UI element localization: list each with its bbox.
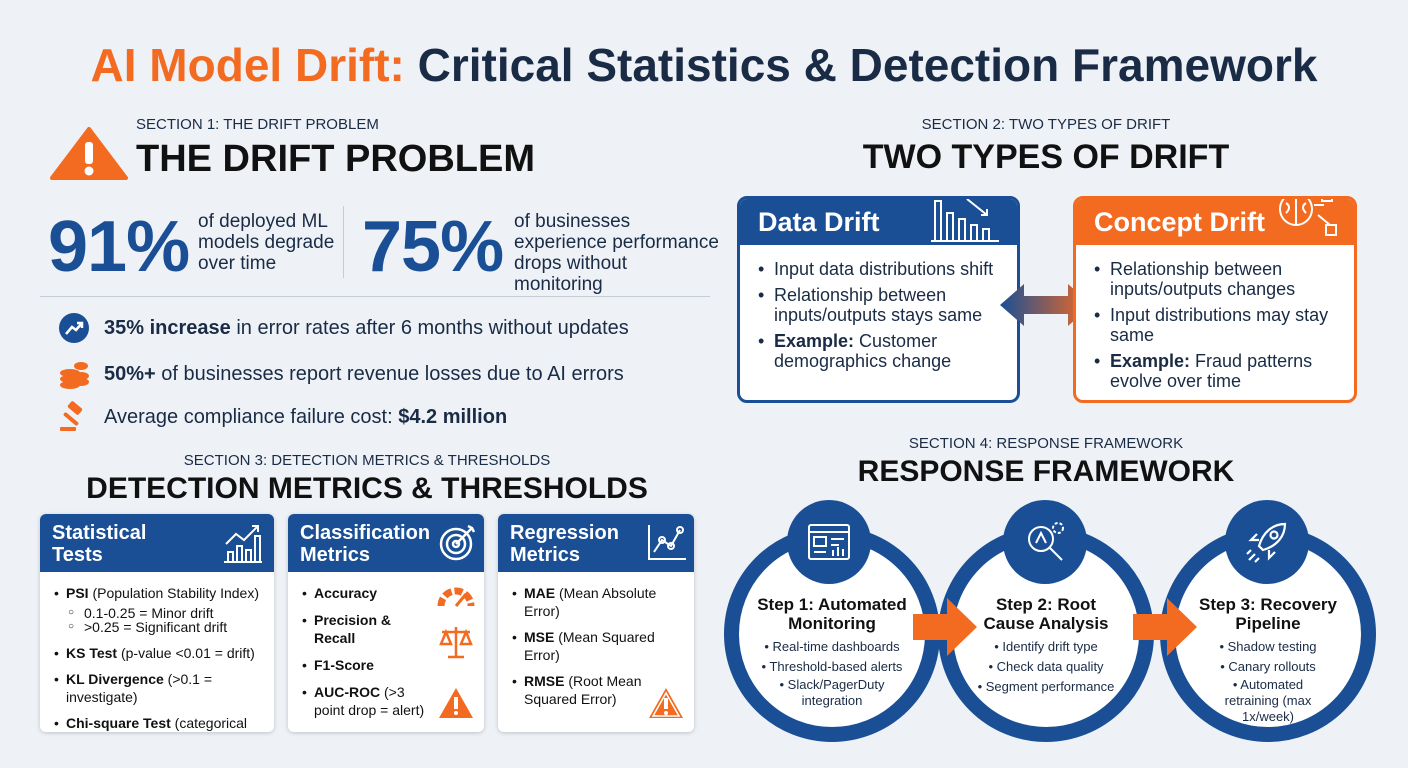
psi-significant: >0.25 = Significant drift bbox=[54, 618, 264, 636]
metric-kl: KL Divergence (>0.1 = investigate) bbox=[54, 670, 264, 706]
stat-75: 75% bbox=[362, 207, 504, 287]
stat-91: 91% bbox=[48, 207, 190, 287]
page-title: AI Model Drift: Critical Statistics & De… bbox=[90, 39, 1318, 91]
section3-label: SECTION 3: DETECTION METRICS & THRESHOLD… bbox=[183, 452, 551, 469]
scales-icon bbox=[439, 627, 473, 659]
metric-mse: MSE (Mean Squared Error) bbox=[512, 628, 684, 664]
section4-heading: RESPONSE FRAMEWORK bbox=[857, 455, 1235, 488]
rocket-icon bbox=[1225, 500, 1309, 584]
target-icon bbox=[439, 524, 476, 561]
metric-psi: PSI (Population Stability Index) bbox=[54, 584, 264, 602]
data-drift-point: Relationship between inputs/outputs stay… bbox=[758, 285, 999, 325]
card-concept-drift: Concept Drift Relationship between input… bbox=[1073, 196, 1357, 403]
bullet-compliance: Average compliance failure cost: $4.2 mi… bbox=[58, 401, 507, 433]
stat-91-text: of deployed ML models degrade over time bbox=[198, 211, 335, 274]
bullet-error-rate: 35% increase in error rates after 6 mont… bbox=[58, 312, 629, 344]
section2-label: SECTION 2: TWO TYPES OF DRIFT bbox=[921, 116, 1171, 133]
warning-icon bbox=[649, 688, 683, 718]
line-chart-icon bbox=[648, 525, 686, 560]
section4-label: SECTION 4: RESPONSE FRAMEWORK bbox=[908, 435, 1184, 452]
magnifier-gear-icon bbox=[1003, 500, 1087, 584]
metric-precision-recall: Precision & Recall bbox=[314, 612, 392, 646]
psi-minor: 0.1-0.25 = Minor drift bbox=[54, 604, 264, 622]
metric-rmse: RMSE (Root Mean Squared Error) bbox=[512, 672, 684, 708]
concept-drift-point: Relationship between inputs/outputs chan… bbox=[1094, 259, 1336, 299]
section2-heading: TWO TYPES OF DRIFT bbox=[862, 138, 1230, 176]
metric-mae: MAE (Mean Absolute Error) bbox=[512, 584, 684, 620]
divider bbox=[343, 206, 344, 278]
metric-chi: Chi-square Test (categorical data) bbox=[54, 714, 264, 732]
metric-auc: AUC-ROC (>3 point drop = alert) bbox=[302, 683, 428, 719]
metric-ks: KS Test (p-value <0.01 = drift) bbox=[54, 644, 264, 662]
bullet-revenue: 50%+ of businesses report revenue losses… bbox=[58, 358, 624, 390]
divider bbox=[40, 296, 710, 297]
metric-accuracy: Accuracy bbox=[314, 585, 378, 601]
data-drift-point: Input data distributions shift bbox=[758, 259, 999, 279]
gavel-icon bbox=[60, 401, 83, 431]
double-arrow-icon bbox=[1000, 284, 1092, 326]
coins-icon bbox=[60, 362, 89, 389]
section1-heading: THE DRIFT PROBLEM bbox=[136, 138, 535, 180]
metric-f1: F1-Score bbox=[314, 657, 374, 673]
dashboard-icon bbox=[787, 500, 871, 584]
arrow-right-icon bbox=[1133, 598, 1197, 656]
concept-drift-point: Input distributions may stay same bbox=[1094, 305, 1336, 345]
concept-drift-example: Example: Fraud patterns evolve over time bbox=[1094, 351, 1336, 391]
section1-label: SECTION 1: THE DRIFT PROBLEM bbox=[136, 116, 379, 133]
arrow-right-icon bbox=[913, 598, 977, 656]
declining-bar-chart-icon bbox=[931, 199, 999, 242]
trend-up-icon bbox=[59, 313, 89, 343]
bar-chart-icon bbox=[224, 525, 262, 563]
card-data-drift: Data Drift Input data distributions shif… bbox=[737, 196, 1020, 403]
warning-icon bbox=[439, 688, 473, 718]
section3-heading: DETECTION METRICS & THRESHOLDS bbox=[86, 472, 648, 505]
data-drift-example: Example: Customer demographics change bbox=[758, 331, 999, 371]
warning-icon bbox=[50, 127, 128, 180]
stat-75-text: of businesses experience performance dro… bbox=[514, 211, 719, 295]
gauge-icon bbox=[437, 587, 475, 607]
brain-process-icon bbox=[1279, 199, 1337, 236]
